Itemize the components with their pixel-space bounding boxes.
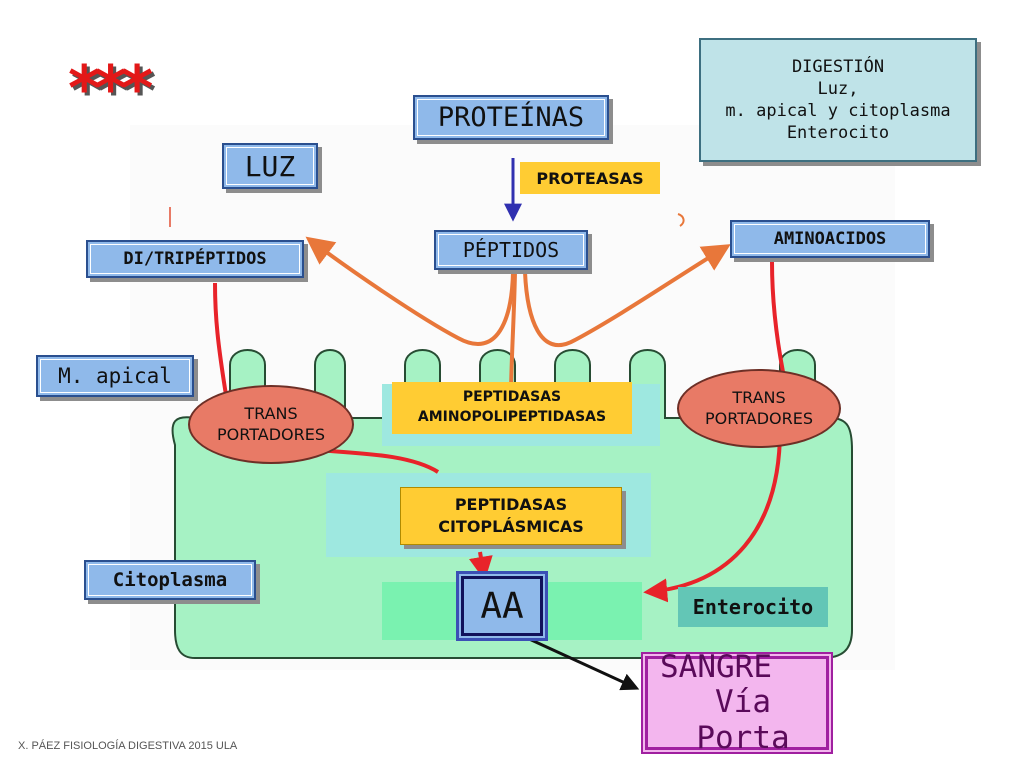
proteasas-text: PROTEASAS bbox=[536, 168, 644, 188]
aminoacidos-label: AMINOACIDOS bbox=[730, 220, 930, 258]
arrow-aminoacidos-to-transporter bbox=[770, 261, 785, 373]
transporter-right-line2: PORTADORES bbox=[705, 408, 813, 428]
sangre-line1: SANGRE bbox=[660, 648, 772, 685]
peptidos-label: PÉPTIDOS bbox=[434, 230, 588, 270]
apical-peptidases-label: PEPTIDASAS AMINOPOLIPEPTIDASAS bbox=[392, 382, 632, 434]
digestion-line-luz: Luz, bbox=[817, 78, 859, 99]
arrow-di-tripeptidos-to-transporter bbox=[213, 282, 228, 396]
di-tripeptidos-text: DI/TRIPÉPTIDOS bbox=[123, 249, 267, 269]
apical-peptidases-line1: PEPTIDASAS bbox=[462, 389, 562, 406]
proteinas-text: PROTEÍNAS bbox=[437, 102, 585, 133]
luz-label: LUZ bbox=[222, 143, 318, 189]
cytoplasmic-peptidases-line1: PEPTIDASAS bbox=[454, 494, 568, 514]
peptidos-text: PÉPTIDOS bbox=[462, 238, 560, 262]
arrow-aa-to-sangre bbox=[526, 636, 640, 691]
arrow-to-apical-peptidases bbox=[509, 271, 517, 389]
enterocito-label: Enterocito bbox=[678, 587, 828, 627]
arrow-cyto-peptidases-to-aa bbox=[469, 551, 493, 581]
digestion-line-apical: m. apical y citoplasma bbox=[725, 101, 951, 121]
transporter-right-line1: TRANS bbox=[732, 387, 786, 407]
arrow-to-aminoacidos bbox=[523, 244, 731, 348]
arrow-to-di-tripeptidos bbox=[305, 236, 515, 346]
di-tripeptidos-label: DI/TRIPÉPTIDOS bbox=[86, 240, 304, 278]
sangre-box: SANGRE Vía Porta bbox=[645, 649, 829, 756]
transporter-right: TRANS PORTADORES bbox=[677, 369, 841, 448]
citoplasma-label: Citoplasma bbox=[84, 560, 256, 600]
leftover-mark-right bbox=[677, 213, 685, 227]
proteinas-label: PROTEÍNAS bbox=[413, 95, 609, 140]
proteasas-label: PROTEASAS bbox=[520, 162, 660, 194]
arrow-transporter-to-aa bbox=[643, 429, 782, 603]
cytoplasmic-peptidases-label: PEPTIDASAS CITOPLÁSMICAS bbox=[400, 487, 622, 545]
aa-text: AA bbox=[480, 585, 524, 627]
luz-text: LUZ bbox=[244, 149, 296, 183]
citoplasma-text: Citoplasma bbox=[112, 569, 228, 591]
aminoacidos-text: AMINOACIDOS bbox=[773, 229, 887, 249]
footer-credit: X. PÁEZ FISIOLOGÍA DIGESTIVA 2015 ULA bbox=[18, 740, 238, 752]
transporter-left-line1: TRANS bbox=[244, 403, 298, 423]
m-apical-text: M. apical bbox=[58, 364, 172, 388]
aa-label: AA bbox=[459, 574, 545, 638]
transporter-left: TRANS PORTADORES bbox=[188, 385, 354, 464]
transporter-left-line2: PORTADORES bbox=[217, 424, 325, 444]
digestion-title: DIGESTIÓN bbox=[791, 56, 885, 77]
sangre-line2: Vía Porta bbox=[696, 684, 790, 756]
digestion-info-box: DIGESTIÓN Luz, m. apical y citoplasma En… bbox=[699, 38, 977, 162]
apical-peptidases-line2: AMINOPOLIPEPTIDASAS bbox=[417, 409, 607, 425]
m-apical-label: M. apical bbox=[36, 355, 194, 397]
digestion-line-enterocito: Enterocito bbox=[786, 123, 890, 144]
cytoplasmic-peptidases-line2: CITOPLÁSMICAS bbox=[438, 517, 584, 536]
stars-mark: *** bbox=[68, 52, 153, 125]
enterocito-text: Enterocito bbox=[692, 595, 814, 619]
